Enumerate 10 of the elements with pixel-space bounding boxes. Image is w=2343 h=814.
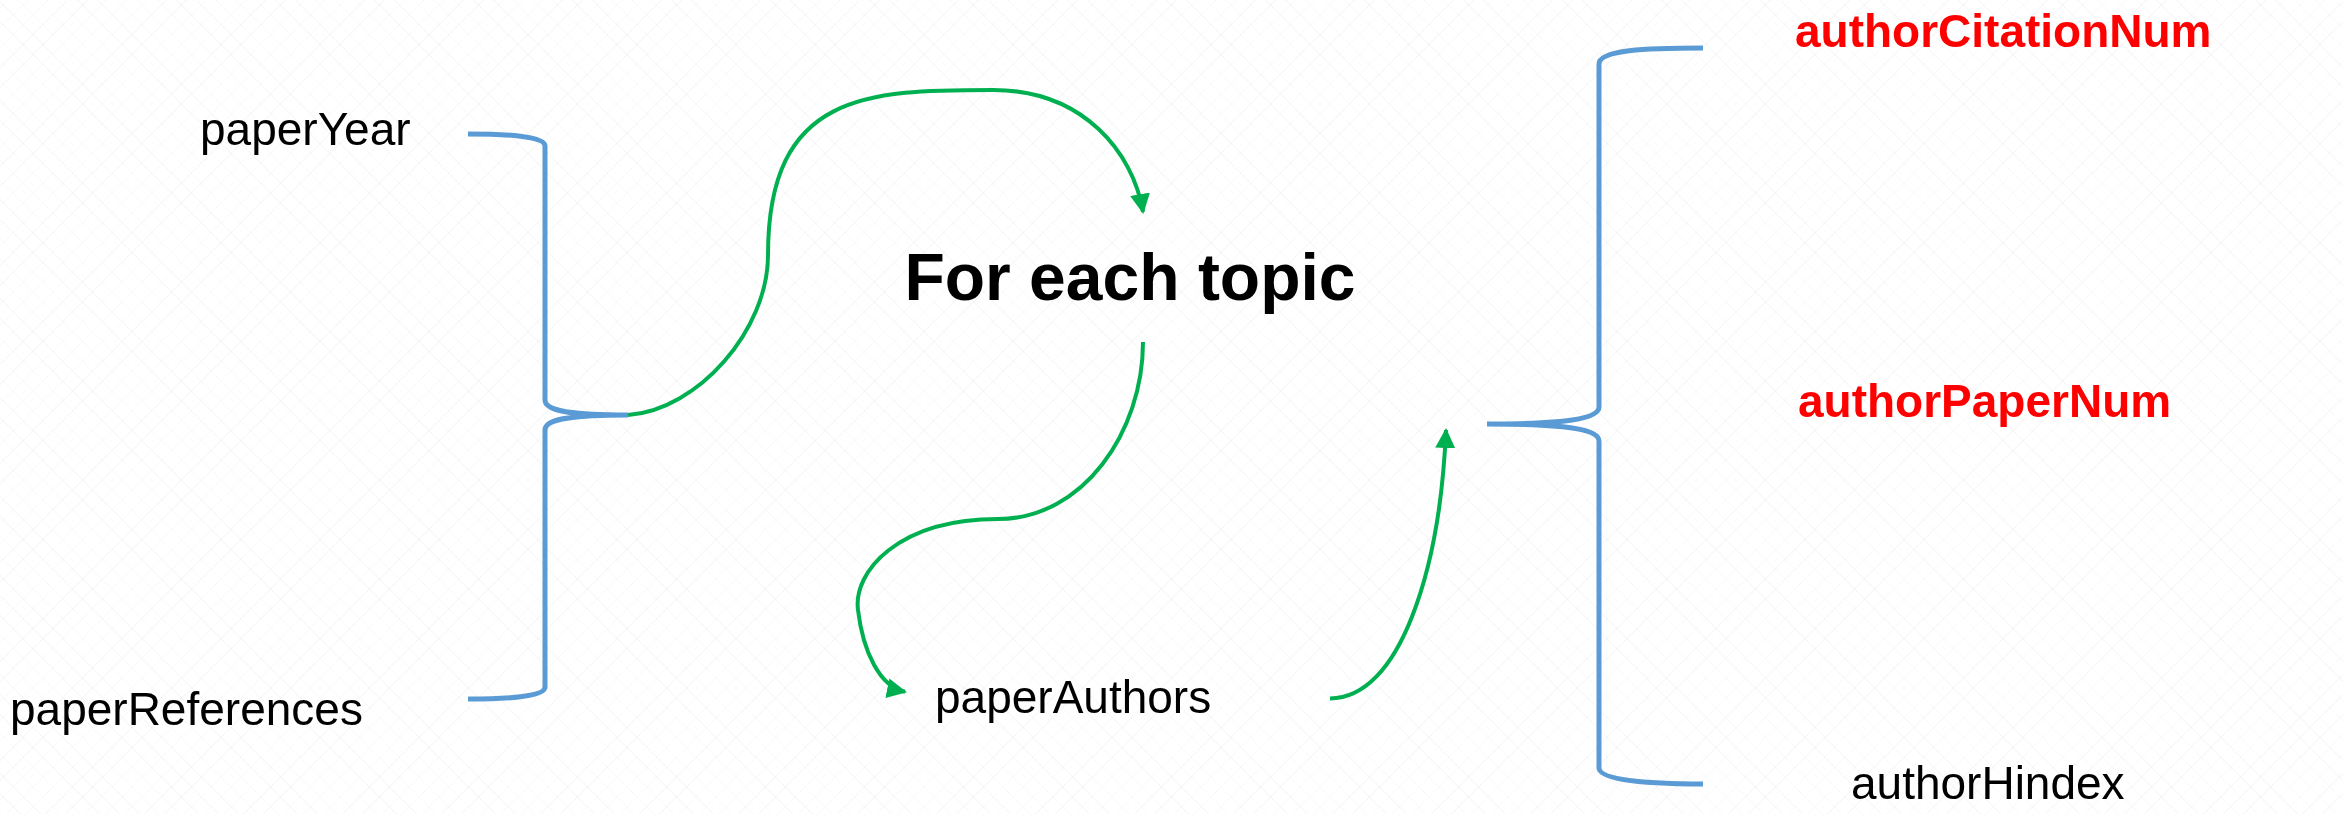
- highlighted-field-name: authorCitationNum: [1795, 6, 2212, 57]
- curved-arrow: [1329, 428, 1455, 701]
- highlighted-field-name: authorPaperNum: [1798, 376, 2172, 427]
- field-name: paperAuthors: [935, 672, 1212, 723]
- field-name: paperReferences: [10, 684, 363, 735]
- heading-text: For each topic: [904, 240, 1356, 314]
- curved-arrow: [627, 88, 1149, 417]
- field-name: paperYear: [200, 104, 411, 155]
- curved-arrow: [855, 341, 1145, 697]
- field-name: authorHindex: [1851, 758, 2125, 809]
